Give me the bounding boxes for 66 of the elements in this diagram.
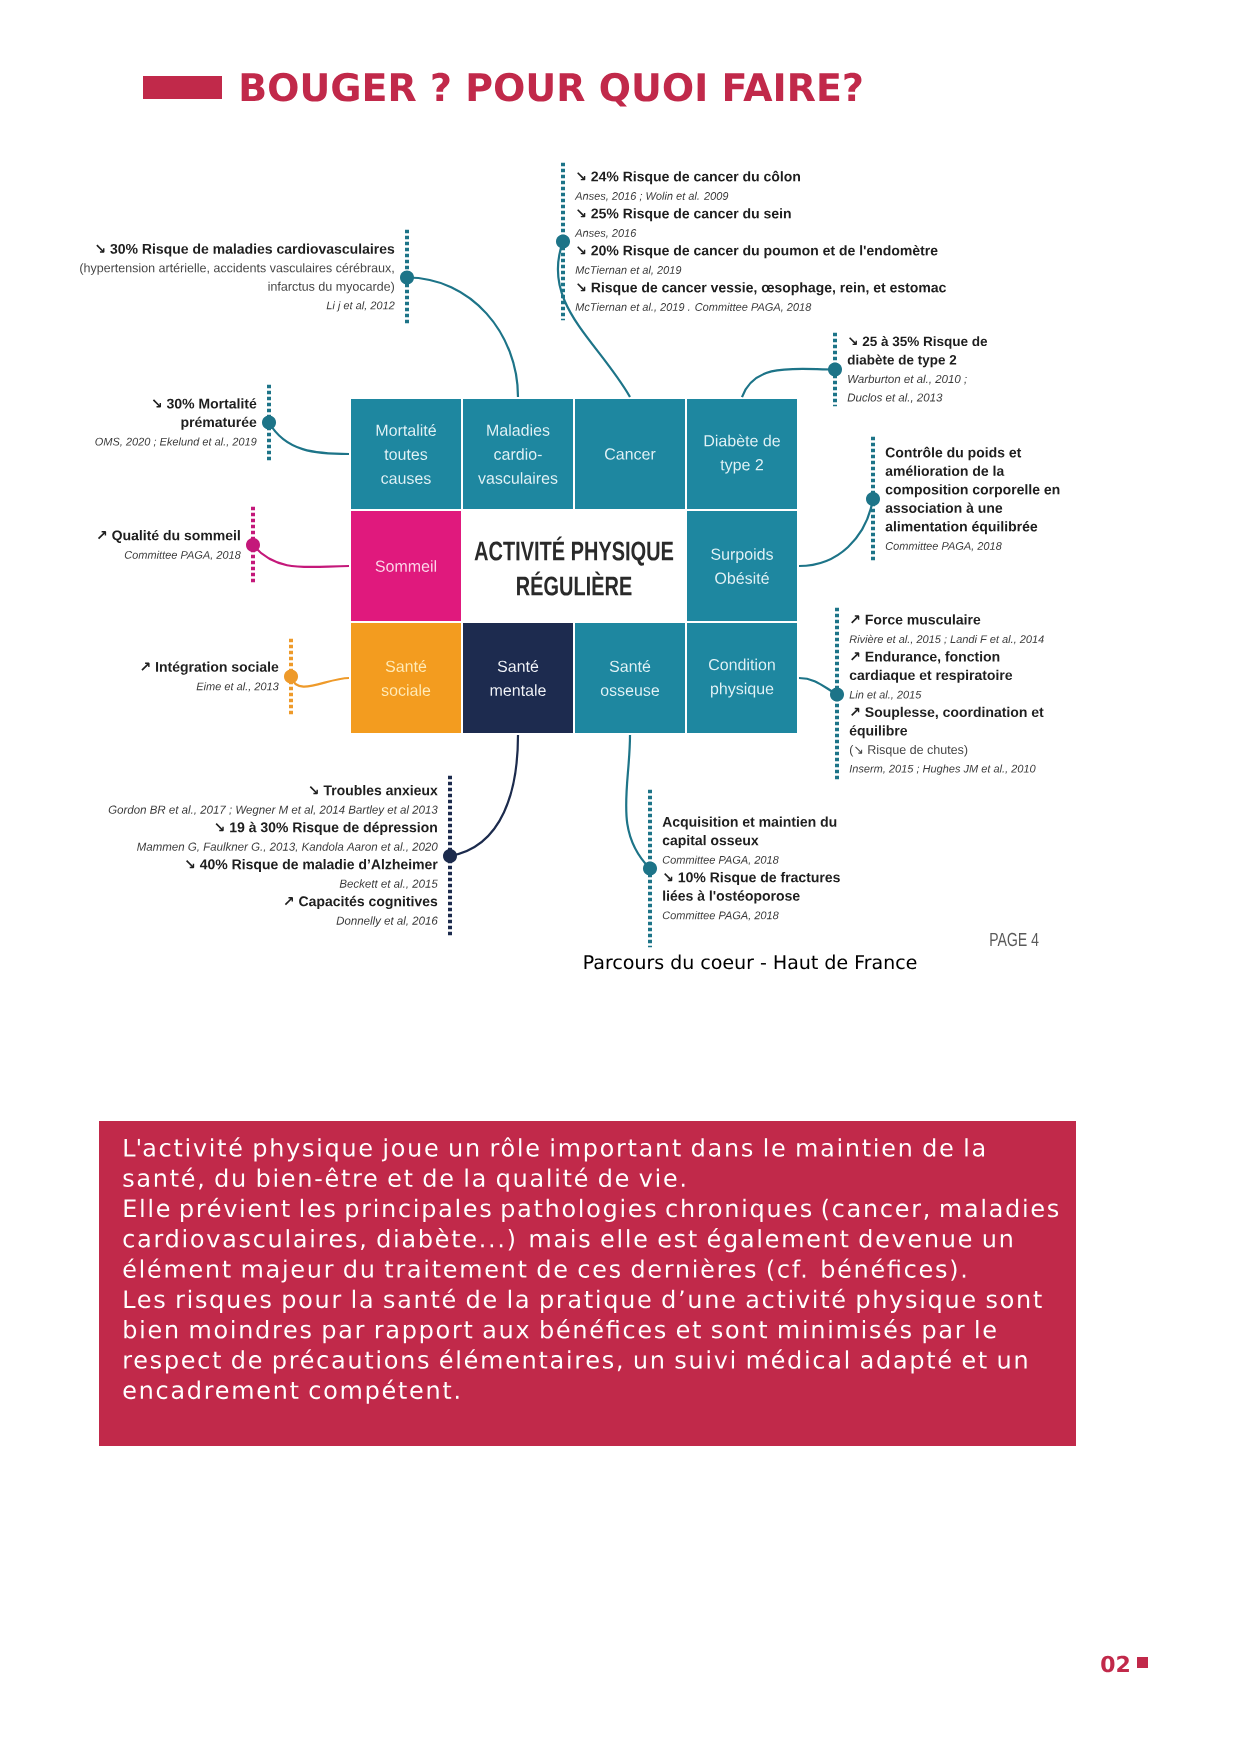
category-tile: Mortalité toutes causes [349, 397, 463, 511]
reference-citation: Committee PAGA, 2018 [662, 911, 779, 921]
curved-connector [443, 735, 520, 863]
category-tile: Santé osseuse [573, 621, 687, 735]
category-tile: Santé mentale [461, 621, 575, 735]
reference-citation: Committee PAGA, 2018 [885, 541, 1002, 552]
reference-citation: Committee PAGA, 2018 [124, 550, 241, 561]
reference-citation: Beckett et al., 2015 [339, 879, 438, 890]
reference-citation: Anses, 2016 [574, 229, 637, 239]
detail-note: (hypertension artérielle, accidents vasculaires cérébraux, infarctus du myocarde) [80, 263, 394, 294]
reference-citation: Gordon BR et al., 2017 ; Wegner M et al, 2014 Bartley et al 2013 [108, 805, 438, 817]
benefit-label: ↘ 19 à 30% Risque de dépression [215, 821, 437, 836]
detail-note: (↘ Risque de chutes) [849, 744, 968, 757]
text-panel: L'activité physique joue un rôle important dans le maintien de la santé, du bien-être et de la qualité de vie. Elle prévient les principales pathologies chroniques (cancer, maladies cardiovasculaires, diabète...) mais elle est également devenue un élément majeur du traitement de ces dernières (cf. bénéfices). Les risques pour la santé de la pratique d’une activité physique sont bien moindres par rapport aux bénéfices et sont minimisés par le respect de précautions élémentaires, un suivi médical adapté et un encadrement compétent. [99, 1121, 1076, 1446]
curved-connector [741, 362, 842, 398]
reference-citation: Rivière et al., 2015 ; Landi F et al., 2014 [849, 634, 1044, 645]
reference-citation: Inserm, 2015 ; Hughes JM et al., 2010 [849, 764, 1036, 775]
benefit-label: ↗ Souplesse, coordination et équilibre [849, 706, 1044, 739]
reference-citation: Lin et al., 2015 [849, 690, 922, 700]
benefit-label: ↗ Qualité du sommeil [97, 529, 240, 543]
curved-connector [798, 492, 880, 568]
curved-connector [624, 735, 657, 876]
reference-citation: Anses, 2016 ; Wolin et al. 2009 [574, 191, 729, 202]
category-tile: Santé sociale [349, 621, 463, 735]
benefit-label: ↘ 25% Risque de cancer du sein [577, 208, 791, 222]
curved-connector [556, 234, 631, 398]
category-tile: Cancer [573, 397, 687, 511]
reference-citation: Donnelly et al, 2016 [336, 916, 438, 927]
benefit-label: ↘ 30% Mortalité prématurée [152, 398, 257, 430]
benefit-label: ↘ 40% Risque de maladie d’Alzheimer [186, 859, 438, 873]
curved-connector [798, 676, 844, 702]
benefit-label: ↘ 24% Risque de cancer du côlon [577, 170, 800, 185]
category-tile: Condition physique [685, 621, 799, 735]
reference-citation: Warburton et al., 2010 ; Duclos et al., 2013 [847, 374, 967, 403]
category-tile: Surpoids Obésité [685, 509, 799, 623]
curved-connector [284, 669, 350, 688]
curved-connector [262, 415, 349, 456]
benefit-label: ↗ Capacités cognitives [284, 895, 438, 910]
reference-citation: McTiernan et al., 2019 . Committee PAGA, 2018 [575, 302, 812, 313]
benefit-label: ↘ Troubles anxieux [309, 785, 438, 796]
category-tile: Diabète de type 2 [685, 397, 799, 511]
benefit-label: ↗ Force musculaire [851, 614, 981, 625]
image-caption: Parcours du coeur - Haut de France [584, 954, 917, 970]
benefit-label: ↘ 10% Risque de fractures liées à l'ostéoporose [663, 872, 840, 904]
reference-citation: Committee PAGA, 2018 [662, 855, 779, 866]
curved-connector [246, 538, 349, 569]
reference-citation: McTiernan et al, 2019 [575, 265, 682, 276]
benefit-label: ↘ 30% Risque de maladies cardiovasculaires [96, 243, 395, 257]
page-number: 02 [1101, 1655, 1129, 1673]
page-label: PAGE 4 [990, 932, 1039, 947]
category-tile: Maladies cardio-vasculaires [461, 397, 575, 511]
benefit-label: Acquisition et maintien du capital osseux [662, 816, 837, 849]
reference-citation: Eime et al., 2013 [196, 682, 279, 692]
benefit-label: ↘ 20% Risque de cancer du poumon et de l'endomètre [577, 245, 938, 259]
benefit-label: ↗ Intégration sociale [141, 661, 279, 675]
benefit-label: ↘ Risque de cancer vessie, œsophage, rein, et estomac [577, 282, 946, 296]
benefit-label: ↗ Endurance, fonction cardiaque et respiratoire [849, 651, 1013, 683]
reference-citation: OMS, 2020 ; Ekelund et al., 2019 [95, 437, 257, 447]
central-title: ACTIVITÉ PHYSIQUE RÉGULIÈRE [474, 536, 674, 596]
benefit-label: Contrôle du poids et amélioration de la composition corporelle en association à une alimentation équilibrée [885, 446, 1060, 535]
category-tile: Sommeil [349, 509, 463, 623]
benefit-label: ↘ 25 à 35% Risque de diabète de type 2 [847, 336, 988, 368]
reference-citation: Li j et al, 2012 [326, 301, 395, 312]
reference-citation: Mammen G, Faulkner G., 2013, Kandola Aaron et al., 2020 [137, 842, 438, 853]
page-title: BOUGER ? POUR QUOI FAIRE? [241, 72, 862, 107]
curved-connector [400, 270, 520, 398]
